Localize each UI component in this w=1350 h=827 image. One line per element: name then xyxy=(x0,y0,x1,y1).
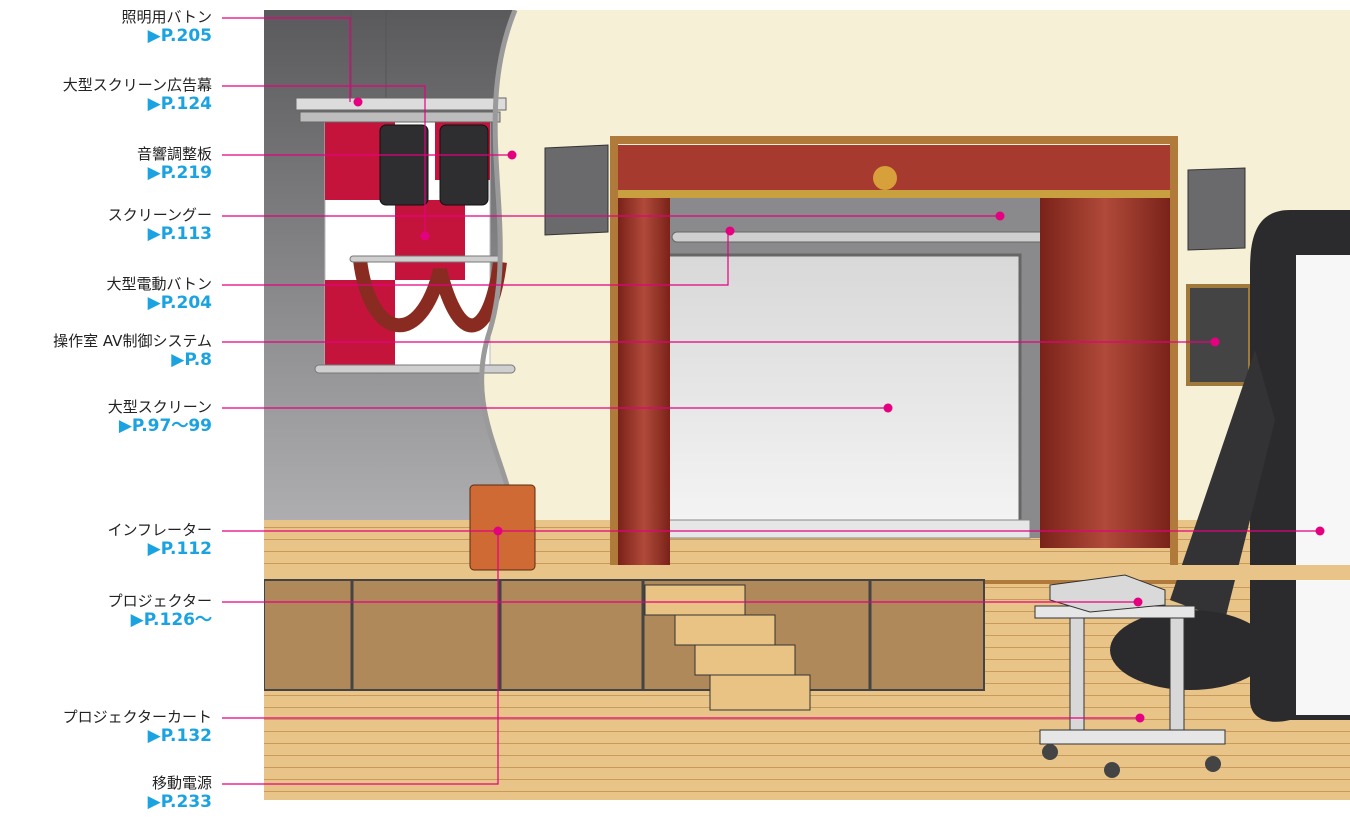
page-reference-link[interactable]: ▶P.112 xyxy=(107,539,212,559)
callout-electric-batten: 大型電動バトン▶P.204 xyxy=(107,275,212,313)
callout-lighting-batten: 照明用バトン▶P.205 xyxy=(122,8,212,46)
page-reference-link[interactable]: ▶P.124 xyxy=(63,94,212,114)
page-reference-link[interactable]: ▶P.113 xyxy=(108,224,212,244)
curtain-right xyxy=(1040,198,1170,548)
speaker-right xyxy=(1188,168,1245,250)
callout-name: スクリーングー xyxy=(108,206,212,224)
marker-dot-mobile-power xyxy=(494,527,503,536)
page-reference-link[interactable]: ▶P.126〜 xyxy=(108,610,212,630)
callout-name: 大型スクリーン xyxy=(108,398,212,416)
control-room-window xyxy=(1188,286,1250,384)
callout-big-screen-ad-curtain: 大型スクリーン広告幕▶P.124 xyxy=(63,76,212,114)
crest-icon xyxy=(873,166,897,190)
callout-projector: プロジェクター▶P.126〜 xyxy=(108,592,212,630)
callout-inflator: インフレーター▶P.112 xyxy=(107,521,212,559)
callout-mobile-power: 移動電源▶P.233 xyxy=(148,774,212,812)
inflatable-screen xyxy=(1296,255,1350,715)
marker-dot-electric-batten xyxy=(726,227,735,236)
valance xyxy=(618,145,1170,195)
marker-dot-av-control xyxy=(1211,338,1220,347)
callout-name: 操作室 AV制御システム xyxy=(53,332,212,350)
marker-dot-audio-panel xyxy=(508,151,517,160)
marker-dot-projector xyxy=(1134,598,1143,607)
page-reference-link[interactable]: ▶P.219 xyxy=(137,163,212,183)
callout-name: インフレーター xyxy=(107,521,212,539)
callout-name: 音響調整板 xyxy=(137,145,212,163)
callout-projector-cart: プロジェクターカート▶P.132 xyxy=(63,708,212,746)
marker-dot-screen-goo xyxy=(996,212,1005,221)
callout-av-control: 操作室 AV制御システム▶P.8 xyxy=(53,332,212,370)
page-reference-link[interactable]: ▶P.8 xyxy=(53,350,212,370)
page-reference-link[interactable]: ▶P.233 xyxy=(148,792,212,812)
callout-name: プロジェクター xyxy=(108,592,212,610)
callout-name: 大型スクリーン広告幕 xyxy=(63,76,212,94)
callout-screen-goo: スクリーングー▶P.113 xyxy=(108,206,212,244)
callout-name: プロジェクターカート xyxy=(63,708,212,726)
marker-dot-lighting-batten xyxy=(354,98,363,107)
callout-audio-panel: 音響調整板▶P.219 xyxy=(137,145,212,183)
mobile-power-unit xyxy=(470,485,535,570)
page-reference-link[interactable]: ▶P.97〜99 xyxy=(108,416,212,436)
page-reference-link[interactable]: ▶P.132 xyxy=(63,726,212,746)
big-screen xyxy=(665,255,1020,525)
marker-dot-projector-cart xyxy=(1136,714,1145,723)
marker-dot-inflator xyxy=(1316,527,1325,536)
scene xyxy=(264,10,1350,800)
callout-name: 大型電動バトン xyxy=(107,275,212,293)
curtain-left xyxy=(618,198,670,580)
marker-dot-big-screen-ad-curtain xyxy=(421,232,430,241)
page-reference-link[interactable]: ▶P.204 xyxy=(107,293,212,313)
speaker-left xyxy=(545,145,608,235)
callout-name: 照明用バトン xyxy=(122,8,212,26)
callout-big-screen: 大型スクリーン▶P.97〜99 xyxy=(108,398,212,436)
marker-dot-big-screen xyxy=(884,404,893,413)
page-reference-link[interactable]: ▶P.205 xyxy=(122,26,212,46)
callout-name: 移動電源 xyxy=(148,774,212,792)
